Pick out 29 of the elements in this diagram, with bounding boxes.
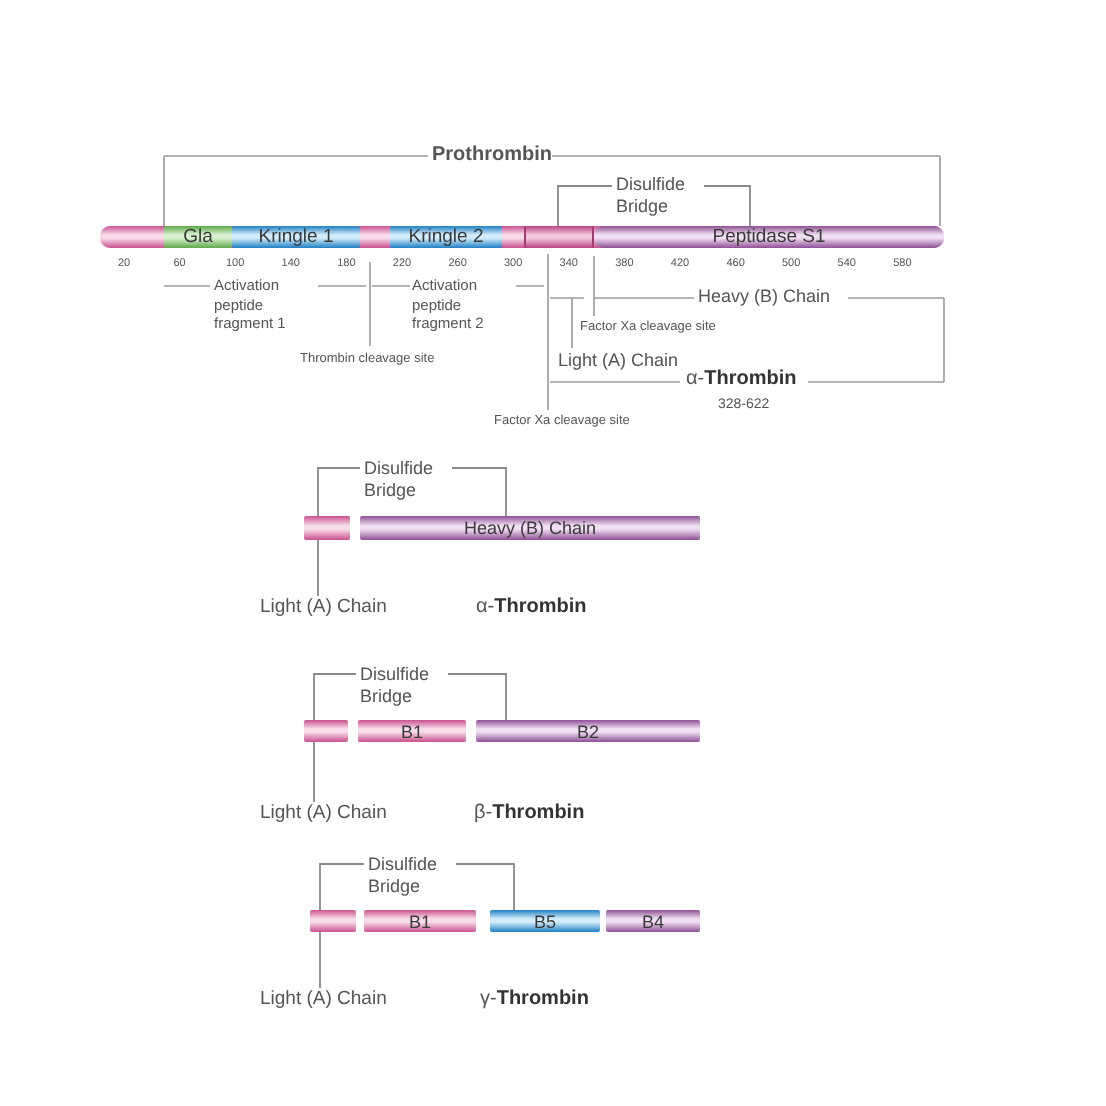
protein-domain: Kringle 2 <box>390 226 502 248</box>
chain-label: Light (A) Chain <box>260 988 387 1012</box>
protein-segment <box>304 516 350 540</box>
protein-domain: Heavy (B) Chain <box>360 516 700 540</box>
protein-bar <box>100 226 944 248</box>
edge-label: Disulfide Bridge <box>612 174 704 218</box>
protein-domain: B5 <box>490 910 600 932</box>
protein-segment <box>310 910 356 932</box>
annotation-label: β-Thrombin <box>474 802 585 826</box>
annotation-label: γ-Thrombin <box>480 988 589 1012</box>
leader-line <box>317 539 319 597</box>
protein-domain: Kringle 1 <box>232 226 360 248</box>
chain-label: Light (A) Chain <box>260 802 387 826</box>
edge-label: Disulfide Bridge <box>356 664 448 708</box>
leader-line <box>319 931 321 989</box>
protein-domain: B4 <box>606 910 700 932</box>
protein-segment <box>524 226 594 248</box>
protein-domain: B1 <box>358 720 466 742</box>
protein-domain: Peptidase S1 <box>594 226 944 248</box>
chain-label: Light (A) Chain <box>260 596 387 620</box>
edge-label: Disulfide Bridge <box>364 854 456 898</box>
protein-domain: B1 <box>364 910 476 932</box>
annotation-label: Light (A) Chain <box>558 350 679 372</box>
protein-domain: Gla <box>164 226 232 248</box>
protein-domain: B2 <box>476 720 700 742</box>
protein-segment <box>304 720 348 742</box>
edge-label: Disulfide Bridge <box>360 458 452 502</box>
leader-line <box>313 741 315 803</box>
annotation-label: Heavy (B) Chain <box>698 286 831 308</box>
